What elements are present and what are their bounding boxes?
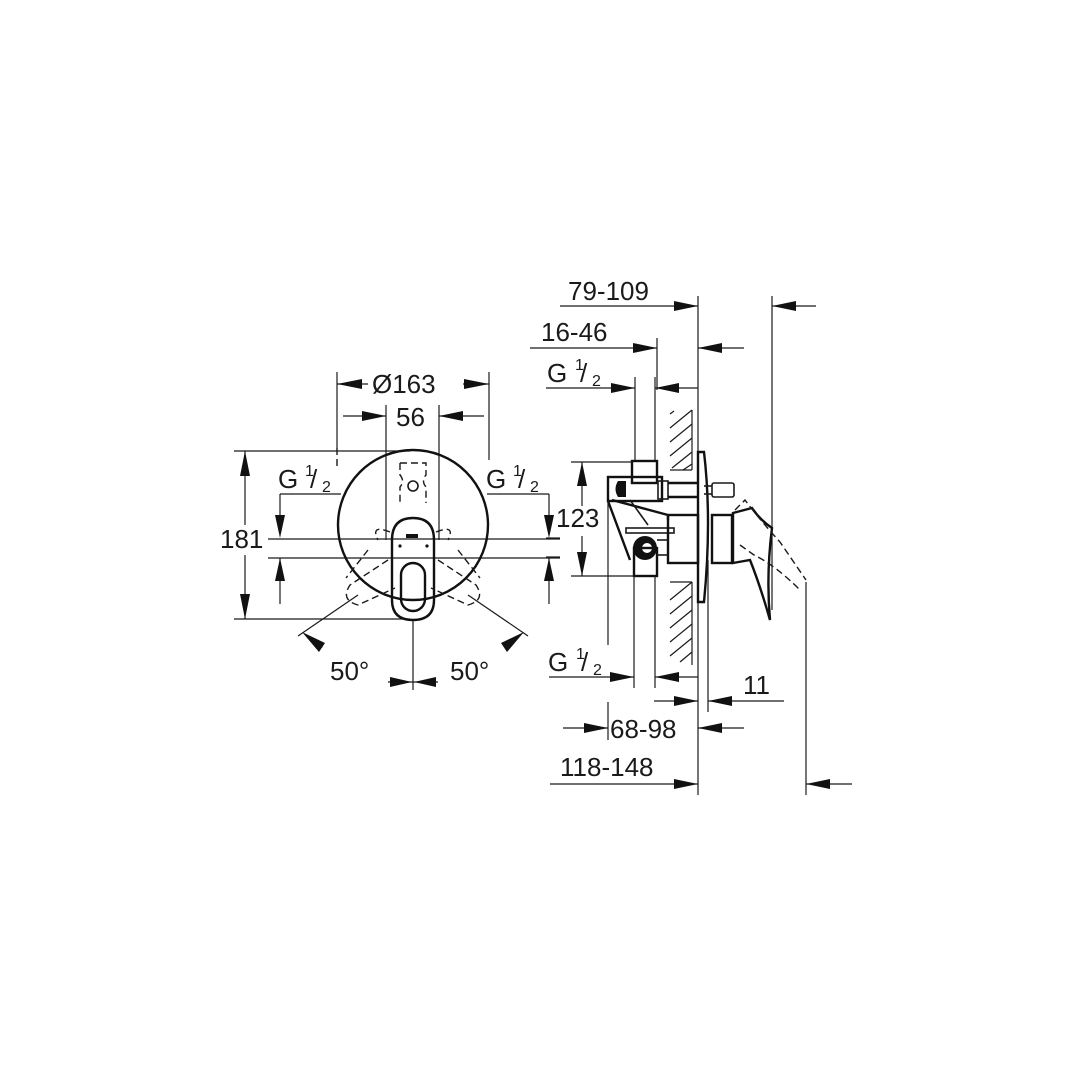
- body-depth-label: 68-98: [610, 714, 677, 744]
- plate-thickness-label: 11: [743, 670, 770, 700]
- depth-inner-label: 16-46: [541, 317, 608, 347]
- height-label: 181: [220, 524, 263, 554]
- svg-text:2: 2: [530, 479, 539, 496]
- inlet-bottom-label-g: G: [548, 647, 568, 677]
- fraction-slash: /: [580, 358, 588, 388]
- escutcheon-side: [696, 450, 710, 604]
- overall-depth-label: 118-148: [560, 752, 654, 782]
- wall-hatch-top: [669, 409, 693, 471]
- wall-hatch-bottom: [669, 581, 693, 665]
- lever-handle: [390, 516, 436, 622]
- depth-total-label: 79-109: [568, 276, 649, 306]
- svg-text:2: 2: [592, 373, 601, 390]
- inlet-top-label-g: G: [547, 358, 567, 388]
- svg-text:2: 2: [322, 479, 331, 496]
- fraction-slash: /: [310, 464, 318, 494]
- svg-text:2: 2: [593, 662, 602, 679]
- lever-side: [731, 506, 774, 621]
- svg-text:1: 1: [513, 463, 522, 480]
- inlet-left-label-g: G: [278, 464, 298, 494]
- svg-text:1: 1: [575, 357, 584, 374]
- vertical-label: 123: [556, 503, 599, 533]
- escutcheon-plate: [336, 448, 490, 602]
- angle-right-label: 50°: [450, 656, 489, 686]
- svg-text:1: 1: [576, 646, 585, 663]
- fraction-slash: /: [581, 647, 589, 677]
- svg-text:1: 1: [305, 463, 314, 480]
- center-width-label: 56: [396, 402, 425, 432]
- fraction-slash: /: [518, 464, 526, 494]
- inlet-right-label-g: G: [486, 464, 506, 494]
- valve-body: [606, 459, 735, 578]
- diameter-label: Ø163: [372, 369, 436, 399]
- side-view: 79-109 16-46 G 1 / 2: [530, 276, 852, 795]
- front-view: Ø163 56 181 G 1 / 2 G 1 / 2: [220, 369, 560, 690]
- angle-left-label: 50°: [330, 656, 369, 686]
